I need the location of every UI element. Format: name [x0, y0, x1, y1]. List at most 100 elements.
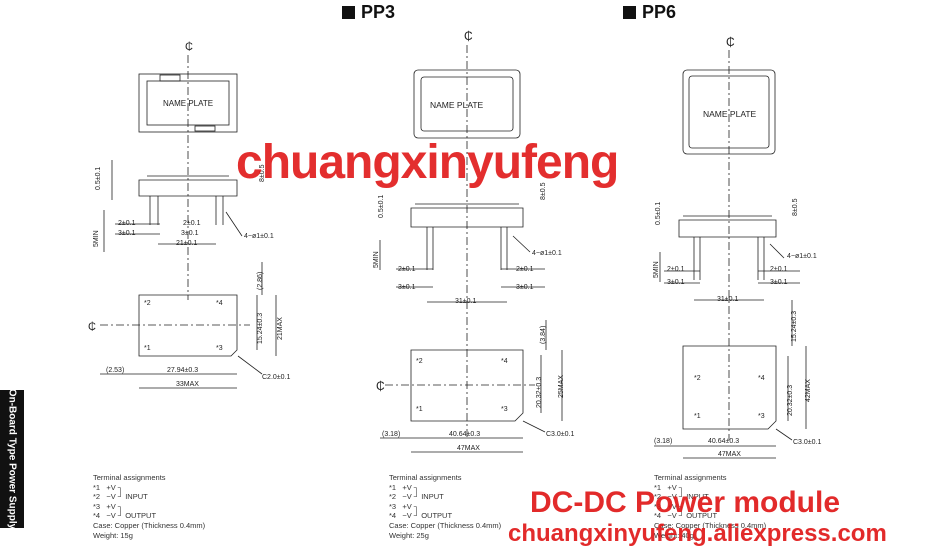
notes-row: *1 +V ┐	[654, 482, 685, 492]
notes-row: *4 −V ┘ OUTPUT	[93, 511, 157, 521]
tab-notch-left	[159, 74, 181, 82]
dim-right-4064: 40.64±0.3	[708, 438, 739, 445]
dim-left-33max: 33MAX	[176, 381, 199, 388]
pin-label-right-3: *3	[758, 413, 765, 420]
tab-notch-left-2	[194, 125, 216, 132]
dim-left-21max: 21MAX	[277, 317, 284, 340]
dim-left-pin3: 3±0.1	[118, 230, 136, 237]
notes-case: Case: Copper (Thickness 0.4mm)	[654, 520, 767, 530]
dim-left-05: 0.5±0.1	[95, 167, 102, 190]
top-view-inner-mid	[420, 76, 514, 132]
name-plate-mid: NAME PLATE	[430, 100, 484, 110]
top-view-outer-mid	[413, 69, 521, 139]
dim-right-8: 8±0.5	[792, 198, 799, 216]
leader-left-chamfer	[237, 355, 263, 375]
dim-left-span: 21±0.1	[176, 240, 197, 247]
dim-mid-8: 8±0.5	[540, 182, 547, 200]
dim-right-1524: 15.24±0.3	[791, 311, 798, 342]
drawing-left	[100, 55, 277, 389]
dim-mid-span: 31±0.1	[455, 298, 476, 305]
name-plate-left: NAME PLATE	[163, 99, 213, 108]
leader-left-holes	[225, 211, 243, 237]
dim-left-8: 8±0.5	[259, 164, 266, 182]
notes-heading: Terminal assignments	[93, 473, 166, 482]
notes-row: *2 −V ┘ INPUT	[389, 492, 444, 502]
centerline-symbol-right: ₵	[726, 35, 735, 49]
pin-label-mid-2: *2	[416, 358, 423, 365]
pin-label-left-4: *4	[216, 300, 223, 307]
bottom-view-right	[682, 345, 777, 430]
dim-mid-384: (3.84)	[540, 326, 547, 344]
notes-case: Case: Copper (Thickness 0.4mm)	[389, 520, 502, 530]
drawing-mid-text: NAME PLATE 0.5±0.1 8±0.5 2±0.1 2±0.1 3±0…	[373, 29, 574, 452]
dim-mid-25max: 25MAX	[558, 375, 565, 398]
top-view-inner-right	[688, 75, 770, 149]
dim-right-holes: 4−ø1±0.1	[787, 253, 817, 260]
dim-mid-chamfer: C3.0±0.1	[546, 431, 574, 438]
drawing-left-text: NAME PLATE 0.5±0.1 8±0.5 2±0.1 2±0.1 3±0…	[88, 41, 290, 388]
pin-label-right-2: *2	[694, 375, 701, 382]
side-view-body-left	[138, 179, 238, 197]
notes-row: *3 +V ┐	[93, 501, 124, 511]
section-title-pp6: PP6	[623, 2, 676, 23]
name-plate-right: NAME PLATE	[703, 109, 757, 119]
dim-mid-2032: 20.32±0.3	[536, 377, 543, 408]
side-category-tab: On-Board Type Power Supply	[0, 389, 24, 529]
centerline-symbol-left-h: ₵	[88, 321, 96, 333]
square-bullet-icon	[623, 6, 636, 19]
drawing-right-text: NAME PLATE 0.5±0.1 8±0.5 2±0.1 2±0.1 3±0…	[653, 35, 821, 458]
notes-row: *4 −V ┘ OUTPUT	[389, 511, 453, 521]
dim-left-pin3b: 3±0.1	[181, 230, 199, 237]
dim-mid-4064: 40.64±0.3	[449, 431, 480, 438]
watermark-brand: chuangxinyufeng	[236, 136, 619, 189]
dim-left-253: (2.53)	[106, 367, 124, 374]
pin-label-mid-4: *4	[501, 358, 508, 365]
dim-right-pin3b: 3±0.1	[770, 279, 788, 286]
top-view-outer-left	[138, 73, 238, 133]
dim-right-pin2b: 2±0.1	[770, 266, 788, 273]
dim-right-pin2: 2±0.1	[667, 266, 685, 273]
section-title-pp6-text: PP6	[642, 2, 677, 22]
watermark-store: chuangxinyufeng.aliexpress.com	[508, 520, 887, 547]
square-bullet-icon	[342, 6, 355, 19]
centerline-symbol-left: ₵	[185, 41, 193, 53]
centerline-symbol-mid: ₵	[464, 29, 473, 43]
dim-right-47max: 47MAX	[718, 451, 741, 458]
terminal-notes-mid: Terminal assignments *1 +V ┐ *2 −V ┘ INP…	[389, 473, 501, 540]
notes-case: Case: Copper (Thickness 0.4mm)	[93, 520, 206, 530]
pin-label-mid-1: *1	[416, 406, 423, 413]
dim-mid-pin3b: 3±0.1	[516, 284, 534, 291]
dim-mid-pin2: 2±0.1	[398, 266, 416, 273]
dim-mid-318: (3.18)	[382, 431, 400, 438]
dim-mid-min5: 5MIN	[373, 251, 380, 268]
centerline-symbol-mid-h: ₵	[376, 379, 385, 393]
dim-left-chamfer: C2.0±0.1	[262, 374, 290, 381]
notes-row: *2 −V ┘ INPUT	[654, 492, 709, 502]
dim-right-min5: 5MIN	[653, 261, 660, 278]
dim-left-1524: 15.24±0.3	[257, 313, 264, 344]
dim-mid-47max: 47MAX	[457, 445, 480, 452]
pin-label-left-3: *3	[216, 345, 223, 352]
pin-label-left-1: *1	[144, 345, 151, 352]
dim-mid-05: 0.5±0.1	[378, 195, 385, 218]
dim-mid-pin3: 3±0.1	[398, 284, 416, 291]
leader-mid-chamfer	[522, 420, 546, 433]
section-title-pp3-text: PP3	[361, 2, 396, 22]
notes-row: *4 −V ┘ OUTPUT	[654, 511, 718, 521]
bottom-view-left	[138, 294, 238, 357]
dim-right-span: 31±0.1	[717, 296, 738, 303]
watermark-product: DC-DC Power module	[530, 486, 841, 519]
section-title-pp3: PP3	[342, 2, 395, 23]
notes-row: *3 +V ┐	[654, 501, 685, 511]
bottom-view-mid	[410, 349, 524, 422]
top-view-inner-left	[146, 80, 230, 126]
pin-label-right-1: *1	[694, 413, 701, 420]
notes-row: *1 +V ┐	[93, 482, 124, 492]
notes-weight: Weight: 15g	[93, 530, 133, 540]
dim-left-holes: 4−ø1±0.1	[244, 233, 274, 240]
dim-right-2032: 20.32±0.3	[787, 385, 794, 416]
notes-row: *1 +V ┐	[389, 482, 420, 492]
leader-mid-holes	[512, 235, 531, 253]
pin-label-mid-3: *3	[501, 406, 508, 413]
